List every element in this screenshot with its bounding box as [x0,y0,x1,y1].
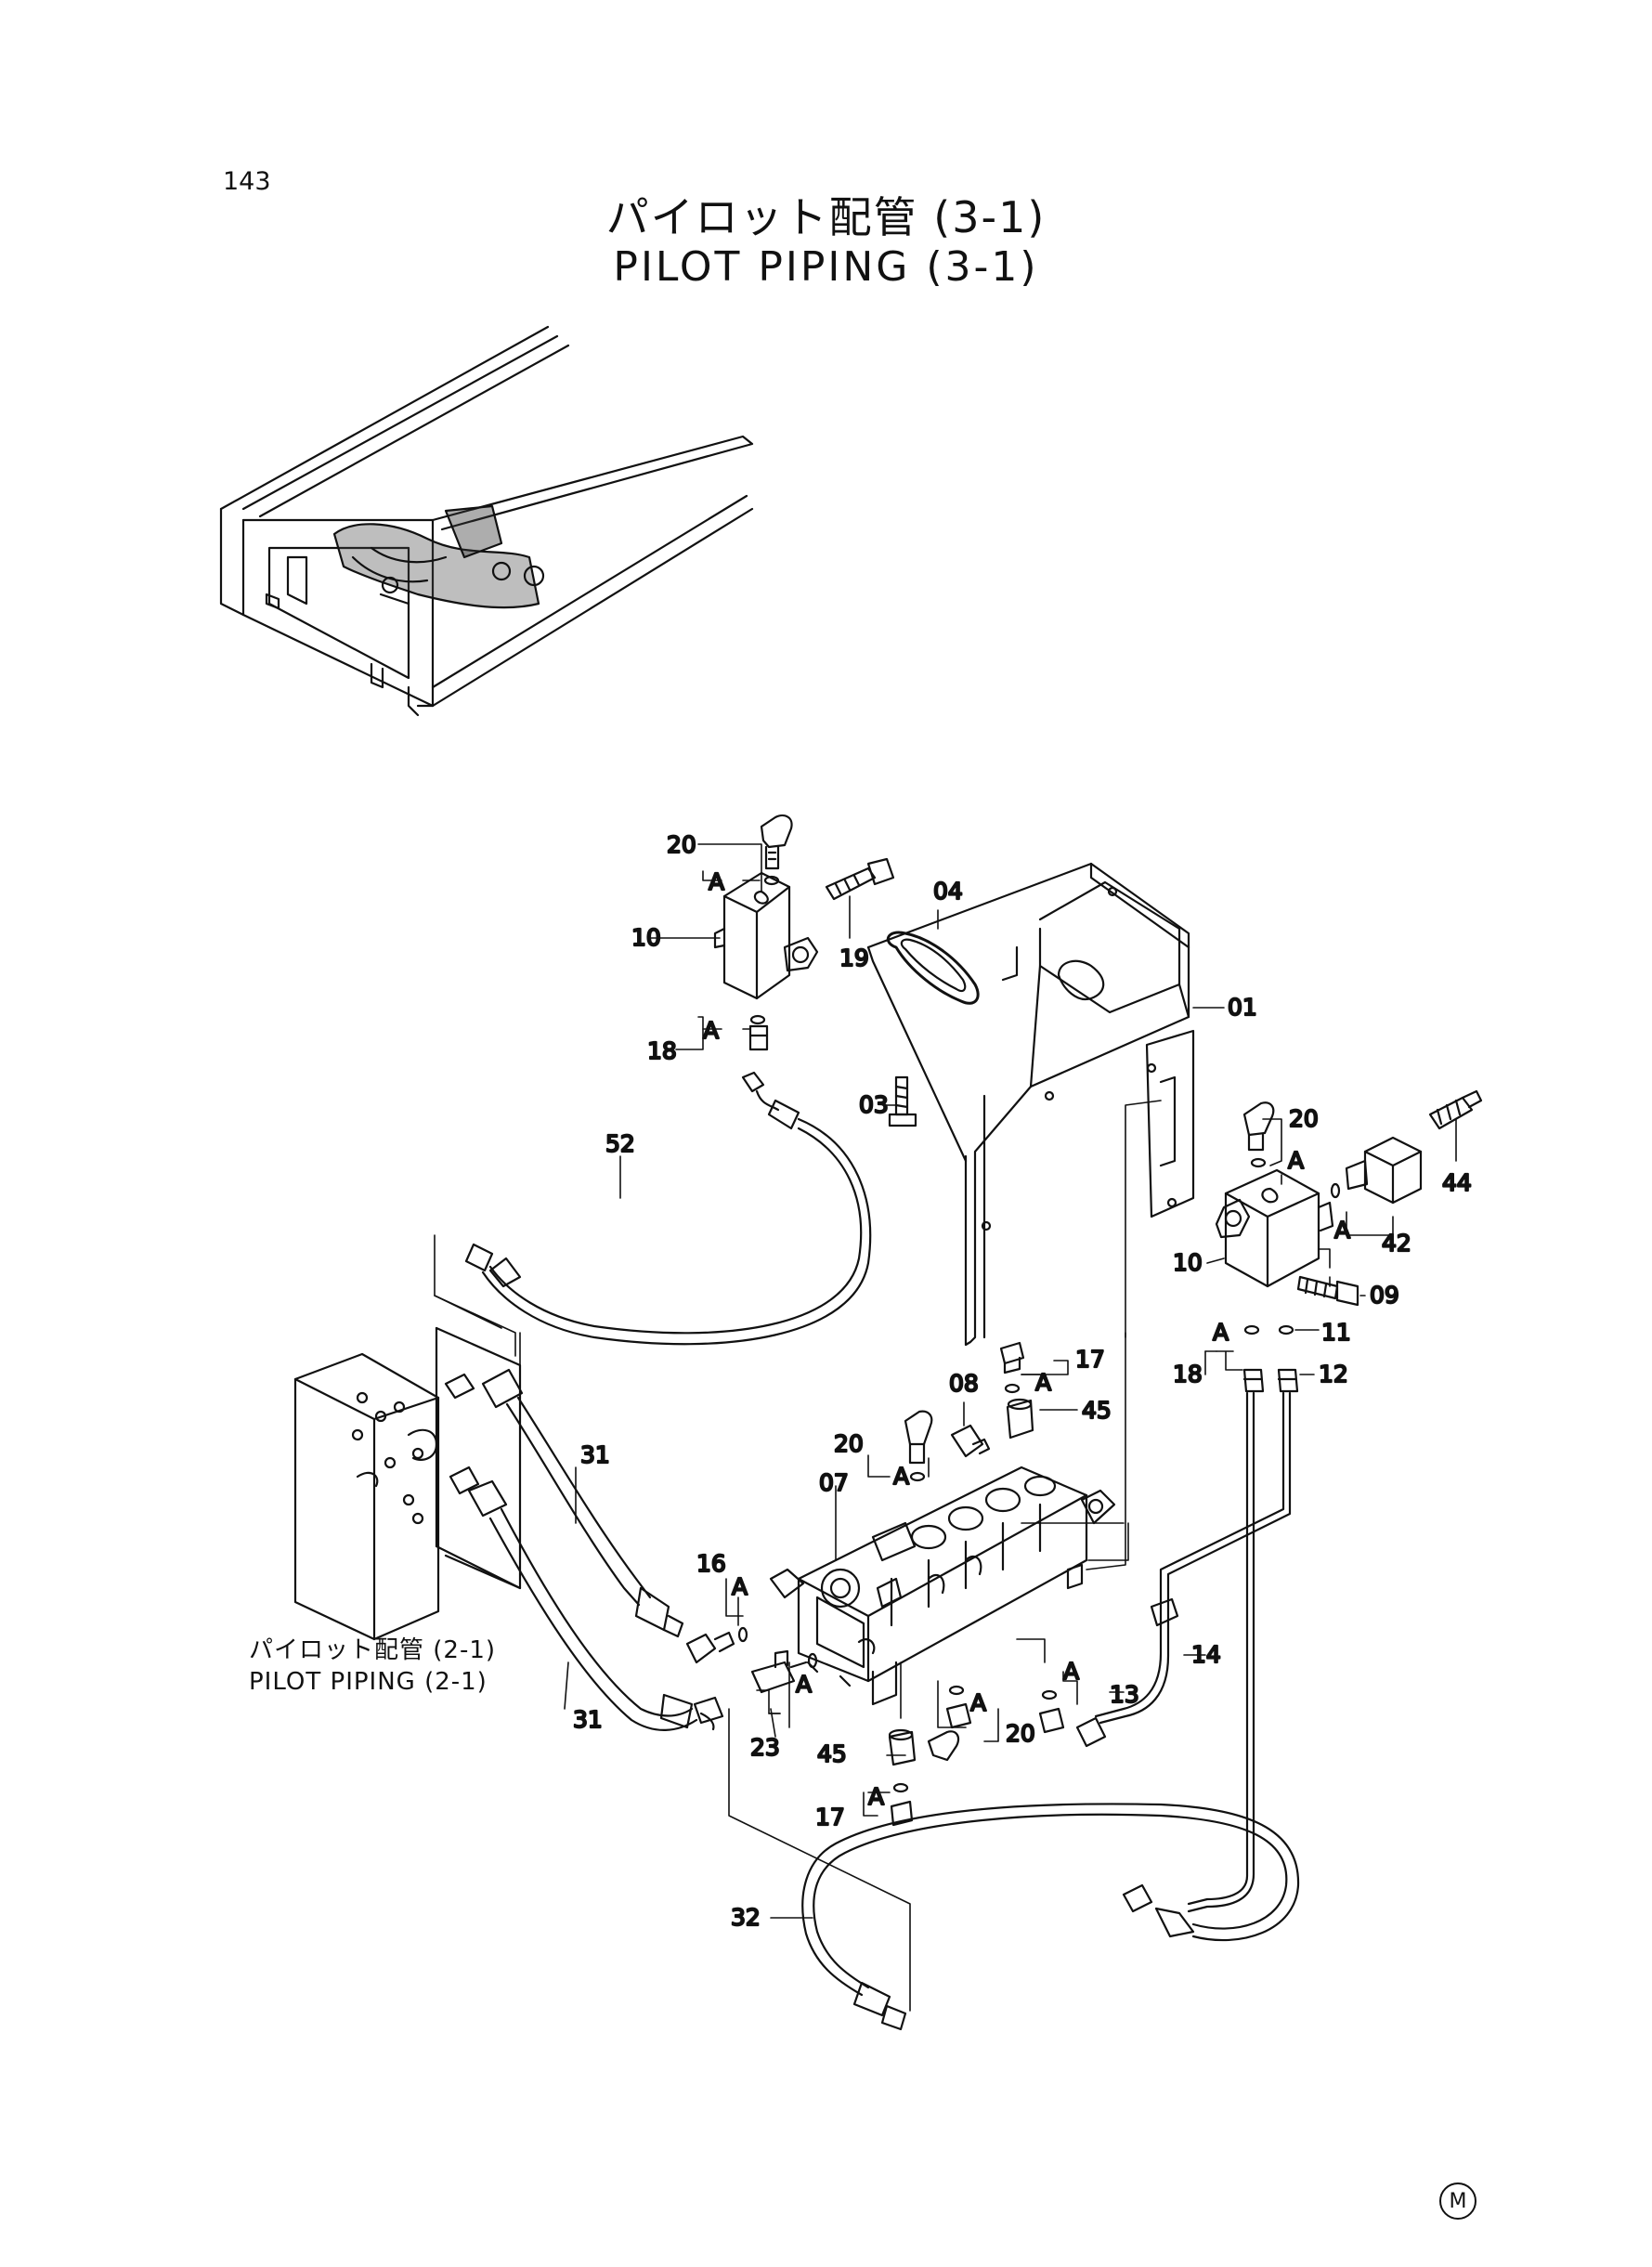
hose [464,1071,872,1346]
callout-19: 19 [839,945,869,971]
callout-a: A [868,1783,884,1810]
callout-20: 20 [1289,1105,1319,1132]
callout-45: 45 [1082,1397,1112,1424]
callout-23: 23 [750,1734,780,1761]
callout-a: A [893,1463,909,1490]
hoses [444,1368,724,1731]
xref-label: PILOT PIPING (2-1) [249,1668,488,1696]
page-number: 143 [223,167,271,196]
page-title: PILOT PIPING (3-1) [613,243,1039,291]
callout-09: 09 [1370,1282,1399,1309]
callout-03: 03 [859,1091,889,1118]
callout-a: A [732,1573,748,1600]
reference-block [293,1326,522,1641]
callout-12: 12 [1319,1361,1348,1388]
control-valve [769,1466,1116,1706]
bracket [866,862,1195,1347]
callout-a: A [1063,1658,1079,1685]
callout-32: 32 [731,1904,761,1931]
callout-07: 07 [819,1469,849,1496]
callout-14: 14 [1191,1641,1221,1668]
valve-fittings [685,1341,1107,1827]
callout-42: 42 [1382,1230,1411,1257]
callout-01: 01 [1228,994,1257,1021]
pilot-block-upper [713,814,895,1051]
callout-13: 13 [1110,1681,1139,1708]
callout-20: 20 [834,1430,864,1457]
callout-20: 20 [667,831,696,858]
grommet [886,931,980,1005]
callout-a: A [1035,1369,1051,1396]
callout-a: A [970,1689,986,1716]
manufacturer-mark: M [1439,2182,1476,2220]
bolt [888,1075,917,1127]
callout-a: A [1213,1319,1229,1346]
callout-18: 18 [647,1037,677,1064]
callout-16: 16 [696,1550,726,1577]
callout-04: 04 [933,878,963,905]
callout-44: 44 [1442,1169,1472,1196]
leader-lines [434,843,1457,2012]
callout-08: 08 [949,1370,979,1397]
callout-31: 31 [580,1441,610,1468]
callout-18: 18 [1173,1361,1203,1388]
location-overview [219,325,754,717]
xref-label-japanese: パイロット配管 (2-1) [249,1636,497,1664]
callout-a: A [1288,1147,1304,1174]
callout-a: A [796,1671,812,1698]
callout-a: A [1334,1217,1350,1244]
callout-52: 52 [605,1130,635,1157]
callout-20: 20 [1006,1720,1035,1747]
callout-45: 45 [817,1740,847,1767]
callout-10: 10 [631,924,661,951]
callout-17: 17 [1075,1346,1105,1373]
callout-10: 10 [1173,1249,1203,1276]
callout-17: 17 [815,1804,845,1831]
pipe [1094,1391,1292,1913]
callout-a: A [709,868,724,895]
callout-31: 31 [573,1706,603,1733]
pilot-block-right [1215,1089,1483,1393]
hose-lower [801,1803,1300,2031]
callout-11: 11 [1321,1319,1351,1346]
page-title-japanese: パイロット配管 (3-1) [605,192,1047,242]
callout-a: A [703,1017,719,1044]
